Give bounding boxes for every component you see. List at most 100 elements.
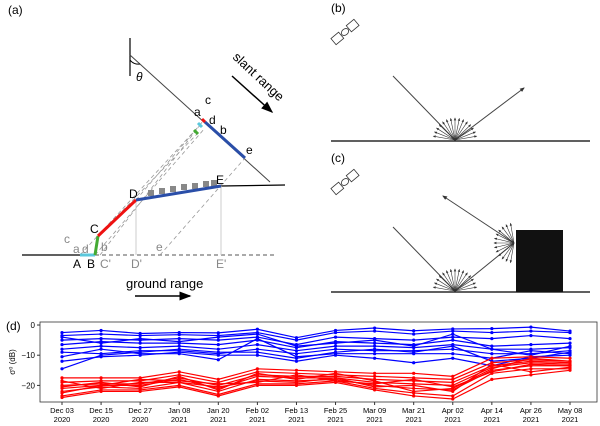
scatter-arrow xyxy=(436,278,456,292)
blue-data-point xyxy=(216,343,220,347)
red-data-point xyxy=(177,374,181,378)
slant-label-a: a xyxy=(194,105,201,119)
scatter-arrow xyxy=(454,286,478,292)
red-data-point xyxy=(373,388,377,392)
blue-data-point xyxy=(412,344,416,348)
blue-data-point xyxy=(373,338,377,342)
red-data-point xyxy=(490,377,494,381)
blue-data-point xyxy=(99,332,103,336)
segment-cd xyxy=(96,198,138,238)
blue-data-point xyxy=(490,344,494,348)
blue-data-point xyxy=(294,359,299,363)
blue-data-point xyxy=(373,341,377,345)
label-B: B xyxy=(87,257,95,271)
scatter-arrow xyxy=(493,242,515,249)
blue-data-point xyxy=(529,325,533,329)
label-C-prime: C' xyxy=(100,257,111,271)
scatter-arrow xyxy=(505,224,515,244)
shadow-squares xyxy=(148,180,217,196)
red-data-point xyxy=(451,385,455,389)
blue-data-point xyxy=(490,330,494,335)
red-series-line xyxy=(61,369,571,400)
blue-data-point xyxy=(60,330,64,335)
blue-data-point xyxy=(138,350,142,354)
red-data-point xyxy=(60,395,64,400)
chart-series xyxy=(60,325,572,401)
blue-data-point xyxy=(412,332,416,336)
blue-data-point xyxy=(568,353,572,357)
red-data-point xyxy=(412,394,416,398)
red-data-point xyxy=(99,380,103,384)
red-data-point xyxy=(451,397,455,401)
scatter-arrow xyxy=(449,268,456,292)
red-data-point xyxy=(177,370,181,374)
upper-ground-line xyxy=(220,184,286,187)
blue-data-point xyxy=(412,338,416,342)
blue-data-point xyxy=(333,335,338,339)
blue-data-point xyxy=(294,336,299,340)
red-series-line xyxy=(62,356,571,380)
ground-label-d: d xyxy=(82,242,89,256)
blue-data-point xyxy=(138,353,142,357)
ground-label-c: c xyxy=(64,232,70,246)
slant-label-d: d xyxy=(209,113,216,127)
scatter-arrow xyxy=(432,135,456,141)
blue-data-point xyxy=(490,327,494,331)
theta-label: θ xyxy=(136,70,143,84)
blue-series-line xyxy=(61,334,571,346)
blue-data-point xyxy=(177,350,181,354)
slant-line xyxy=(129,54,271,183)
label-A: A xyxy=(73,257,81,271)
red-data-point xyxy=(373,371,377,375)
red-data-point xyxy=(373,385,377,389)
blue-data-point xyxy=(177,340,181,344)
scatter-arrow xyxy=(442,121,456,141)
y-tick-label: −20 xyxy=(21,381,35,390)
blue-data-point xyxy=(216,350,220,354)
scatter-arrow xyxy=(509,242,515,264)
blue-data-point xyxy=(60,338,64,342)
red-data-point xyxy=(60,391,64,395)
plot-frame xyxy=(39,321,598,403)
slant-segment-ac xyxy=(200,117,207,124)
slant-range-label: slant range xyxy=(230,49,287,104)
blue-data-point xyxy=(529,343,533,347)
blue-data-point xyxy=(216,358,220,362)
blue-data-point xyxy=(412,350,416,354)
blue-data-point xyxy=(138,341,142,345)
red-data-point xyxy=(373,382,377,386)
panel-b: (b) xyxy=(330,1,590,142)
red-data-point xyxy=(529,367,533,371)
red-data-point xyxy=(60,379,64,383)
blue-data-point xyxy=(333,347,338,351)
slant-label-b: b xyxy=(220,123,227,137)
red-data-point xyxy=(451,389,455,394)
red-data-point xyxy=(333,376,338,380)
red-data-point xyxy=(568,368,572,372)
scatter-arrow xyxy=(498,229,515,244)
blue-data-point xyxy=(177,347,181,351)
red-data-point xyxy=(255,380,259,384)
red-data-point xyxy=(216,382,220,386)
label-E-prime: E' xyxy=(216,257,226,271)
red-data-point xyxy=(99,389,103,394)
red-data-point xyxy=(177,379,181,383)
red-series-line xyxy=(61,357,571,393)
scatter-arrow xyxy=(493,237,515,244)
blue-data-point xyxy=(490,352,494,356)
scatter-arrow xyxy=(454,131,477,141)
red-data-point xyxy=(568,359,572,363)
blue-data-point xyxy=(99,353,103,357)
red-series-line xyxy=(61,368,570,397)
red-data-point xyxy=(451,374,455,378)
theta-arc xyxy=(129,59,141,65)
blue-data-point xyxy=(451,335,455,339)
scatter-arrow xyxy=(454,121,468,141)
blue-data-point xyxy=(294,356,299,360)
